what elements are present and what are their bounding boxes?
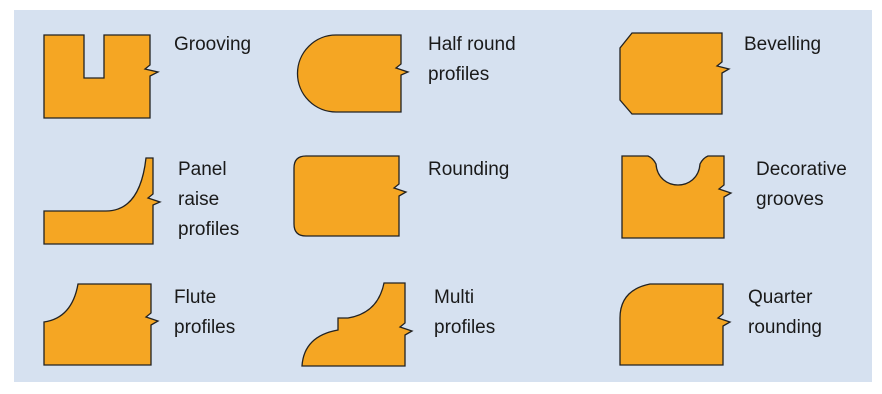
flute-label: Flute profiles — [174, 287, 236, 338]
quarter-rounding-shape — [619, 283, 732, 366]
grooving-shape — [43, 34, 160, 119]
multi-shape — [301, 282, 414, 367]
half-round-shape — [296, 34, 410, 113]
grooving-label: Grooving — [174, 34, 252, 55]
multi-label: Multi profiles — [434, 287, 496, 338]
rounding-shape — [293, 155, 408, 237]
rounding-label: Rounding — [428, 159, 510, 180]
flute-shape — [43, 283, 160, 366]
decorative-grooves-shape — [621, 155, 733, 239]
bevelling-label: Bevelling — [744, 34, 822, 55]
half-round-label: Half round profiles — [428, 34, 516, 85]
quarter-rounding-label: Quarter rounding — [748, 287, 822, 338]
decorative-grooves-label: Decorative grooves — [756, 159, 847, 210]
bevelling-shape — [619, 32, 731, 115]
panel-raise-label: Panel raise profiles — [178, 159, 240, 240]
panel-raise-shape — [43, 157, 162, 245]
